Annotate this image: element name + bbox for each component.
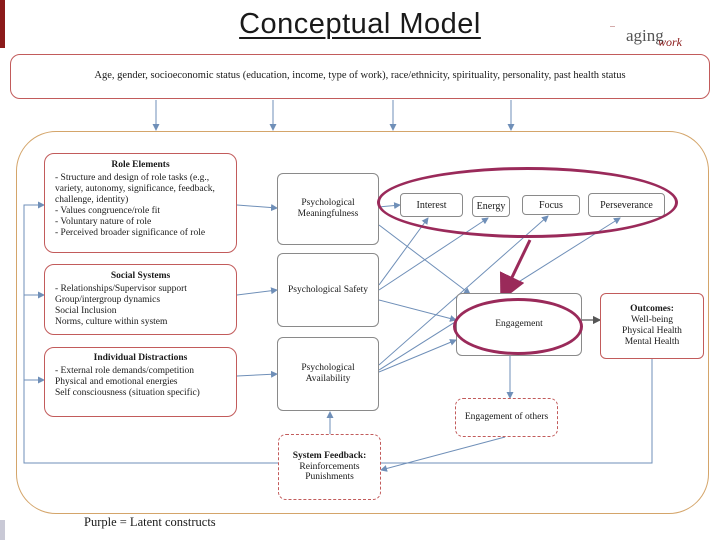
social-systems-line: Group/intergroup dynamics [55,294,161,305]
system-feedback-line: Reinforcements [299,461,360,472]
arrow-indiv-to-pa [236,370,278,378]
role-elements-line: - Perceived broader significance of role [55,227,206,238]
social-systems-heading: Social Systems [110,271,171,281]
background-factors-text: Age, gender, socioeconomic status (educa… [94,70,626,82]
psych-meaningfulness-box: Psychological Meaningfulness [277,173,379,245]
role-elements-line: - Voluntary nature of role [55,216,152,227]
social-systems-line: - Relationships/Supervisor support [55,283,187,294]
system-feedback-box: System Feedback: Reinforcements Punishme… [278,434,381,500]
latent-constructs-ellipse [377,167,678,238]
arrow-ps-to-engage [378,299,457,322]
feedback-loop-outer [23,201,653,464]
role-elements-line: variety, autonomy, significance, feedbac… [55,183,215,194]
logo-small-text: — [610,24,615,30]
outcomes-line: Mental Health [624,336,680,347]
arrow-pa-to-engage [378,339,457,373]
arrow-ps-to-interest [378,217,429,286]
system-feedback-line: Punishments [305,472,354,483]
system-boundary [16,131,709,514]
role-elements-line: challenge, identity) [55,194,129,205]
individual-distractions-line: - External role demands/competition [55,365,195,376]
psych-meaningfulness-label: Psychological Meaningfulness [297,198,359,219]
role-elements-box: Role Elements - Structure and design of … [44,153,237,253]
outcomes-line: Well-being [631,315,673,326]
arrow-pm-to-engage [378,224,471,295]
system-feedback-heading: System Feedback: [292,450,367,461]
logo-main-text: aging [626,26,664,45]
individual-distractions-box: Individual Distractions - External role … [44,347,237,417]
left-accent-bar [0,0,5,48]
engagement-latent-ellipse [453,298,583,355]
social-systems-box: Social Systems - Relationships/Superviso… [44,264,237,335]
social-systems-line: Norms, culture within system [55,316,168,327]
psych-safety-box: Psychological Safety [277,253,379,327]
arrow-latent-to-engagement [499,239,532,302]
psych-safety-label: Psychological Safety [288,284,368,295]
logo-sub-text: work [658,35,682,49]
individual-distractions-heading: Individual Distractions [93,353,188,363]
outcomes-line: Physical Health [622,326,682,336]
arrow-social-to-ps [236,287,278,296]
aging-work-logo: — aging work [608,22,698,52]
psych-availability-label: Psychological Availability [301,363,355,384]
psych-availability-box: Psychological Availability [277,337,379,411]
left-accent-bar-bottom [0,520,5,540]
individual-distractions-line: Physical and emotional energies [55,376,178,387]
individual-distractions-line: Self consciousness (situation specific) [55,387,200,398]
engagement-of-others-label: Engagement of others [464,412,549,423]
social-systems-line: Social Inclusion [55,305,117,316]
outcomes-heading: Outcomes: [630,304,674,315]
outcomes-box: Outcomes: Well-being Physical Health Men… [600,293,704,359]
legend-note: Purple = Latent constructs [84,515,216,529]
arrow-role-to-pm [236,204,278,212]
engagement-of-others-box: Engagement of others [455,398,558,437]
page-title: Conceptual Model [239,8,481,40]
background-factors-box: Age, gender, socioeconomic status (educa… [10,54,710,99]
role-elements-heading: Role Elements [111,160,170,170]
arrow-others-to-feedback [380,436,506,472]
role-elements-line: - Values congruence/role fit [55,205,161,216]
role-elements-line: - Structure and design of role tasks (e.… [55,172,210,183]
